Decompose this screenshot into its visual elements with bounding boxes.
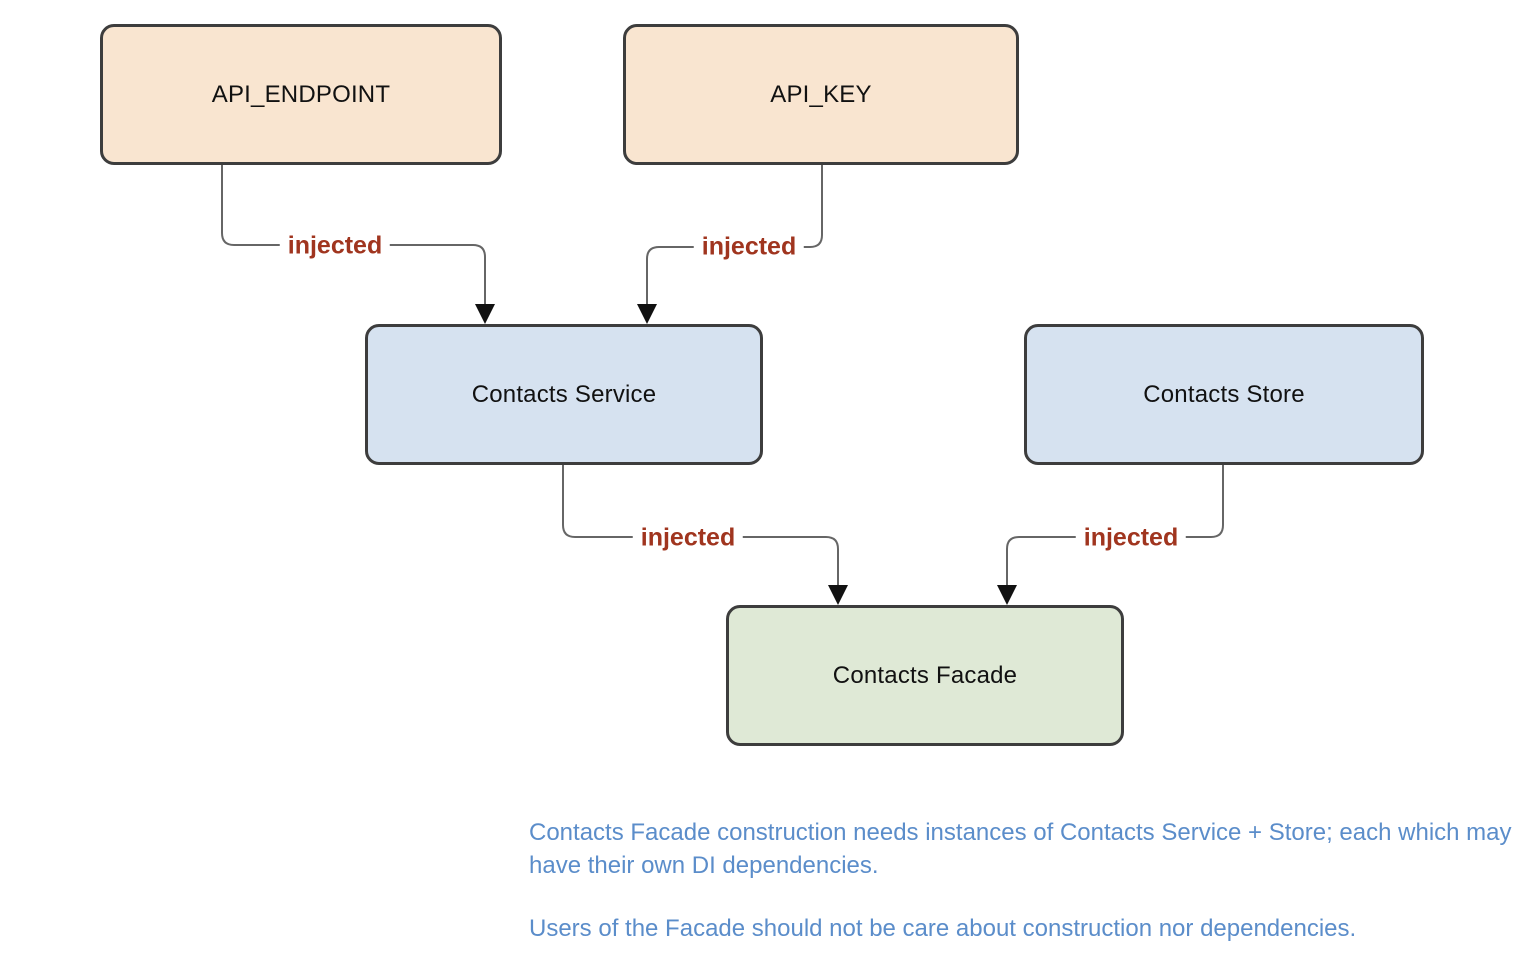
node-contacts-service: Contacts Service xyxy=(365,324,763,465)
node-api-endpoint: API_ENDPOINT xyxy=(100,24,502,165)
edge-label-injected: injected xyxy=(632,523,744,553)
edge-label-injected: injected xyxy=(279,231,391,261)
caption-block: Contacts Facade construction needs insta… xyxy=(529,816,1514,945)
edge-label-injected: injected xyxy=(693,232,805,262)
node-contacts-store: Contacts Store xyxy=(1024,324,1424,465)
arrowhead-icon xyxy=(828,585,848,605)
node-contacts-facade: Contacts Facade xyxy=(726,605,1124,746)
node-contacts-facade-label: Contacts Facade xyxy=(832,661,1018,689)
node-api-endpoint-label: API_ENDPOINT xyxy=(211,80,391,108)
node-api-key-label: API_KEY xyxy=(770,80,872,108)
arrowhead-icon xyxy=(637,304,657,324)
caption-paragraph-construction: Contacts Facade construction needs insta… xyxy=(529,819,1512,879)
arrowhead-icon xyxy=(997,585,1017,605)
node-contacts-store-label: Contacts Store xyxy=(1143,380,1305,408)
arrowhead-icon xyxy=(475,304,495,324)
node-contacts-service-label: Contacts Service xyxy=(471,380,657,408)
caption-paragraph-users: Users of the Facade should not be care a… xyxy=(529,915,1357,942)
node-api-key: API_KEY xyxy=(623,24,1019,165)
edge-label-injected: injected xyxy=(1075,523,1187,553)
